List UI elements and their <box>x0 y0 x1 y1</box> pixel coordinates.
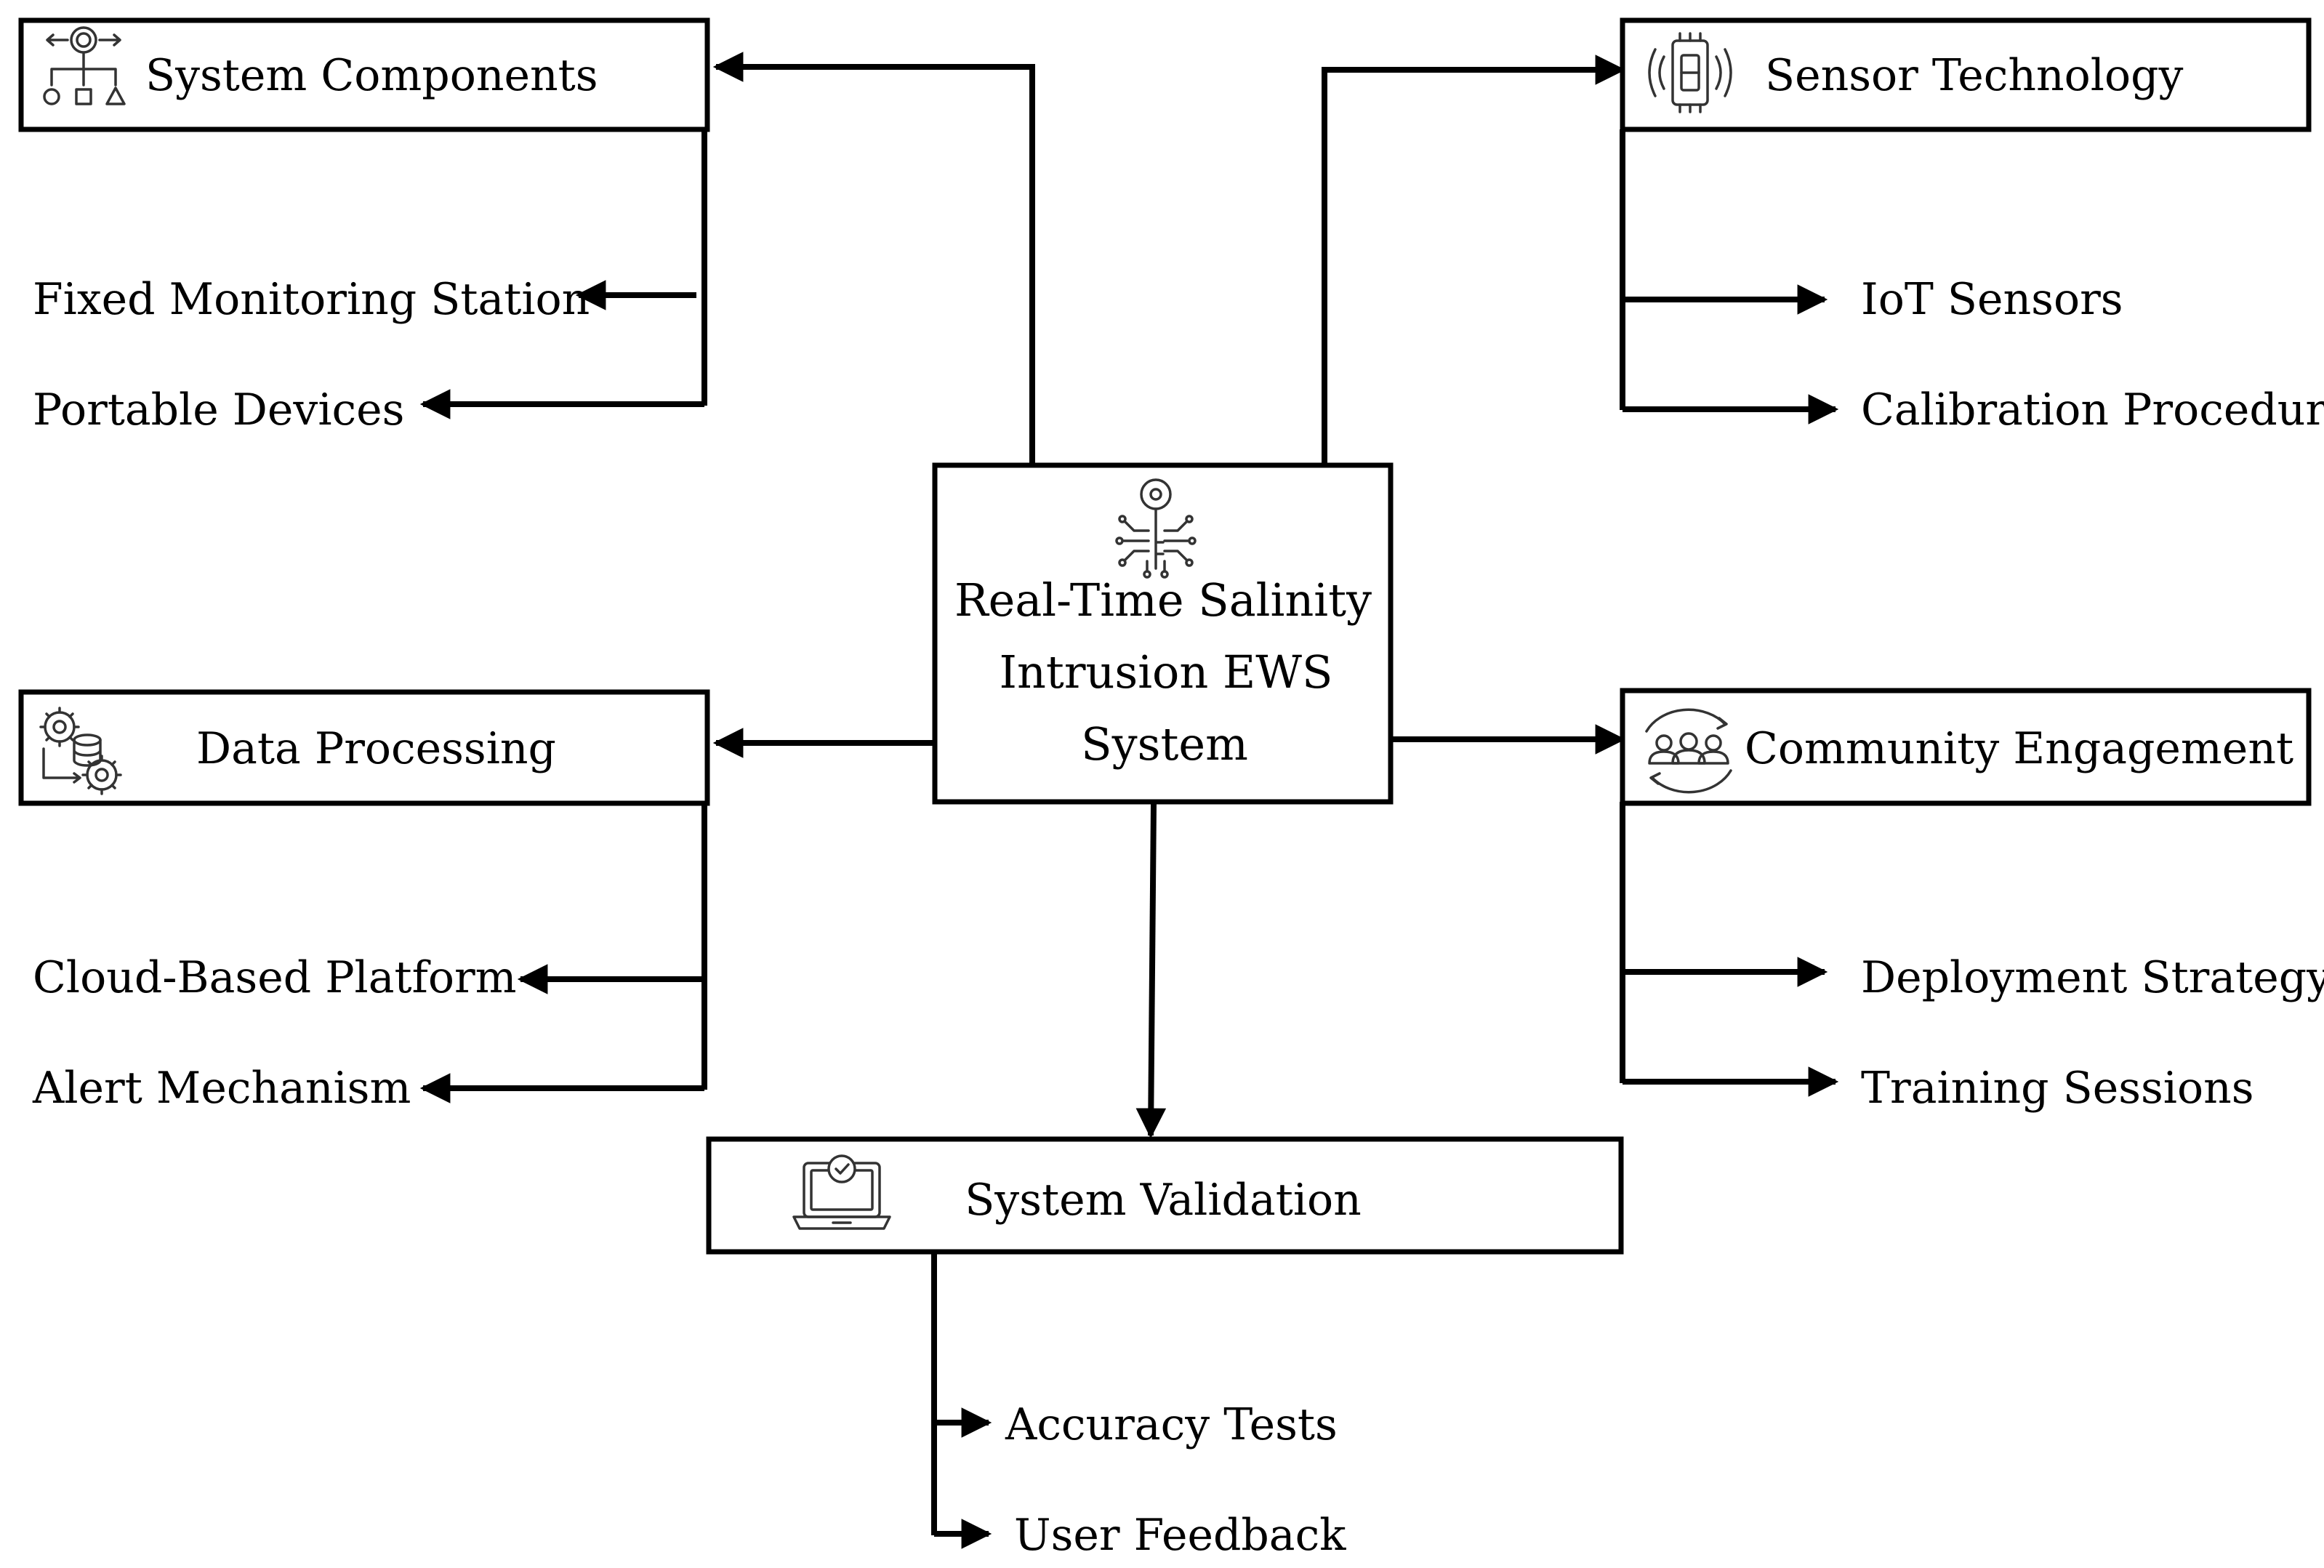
sensor-technology-node: Sensor Technology <box>1620 17 2312 132</box>
leaf-deployment-strategy: Deployment Strategy <box>1861 952 2324 1003</box>
leaf-portable-devices: Portable Devices <box>33 385 404 435</box>
community-engagement-title: Community Engagement <box>1745 723 2293 774</box>
leaf-alert-mechanism: Alert Mechanism <box>32 1063 411 1114</box>
leaf-user-feedback: User Feedback <box>1014 1510 1346 1561</box>
connector-center-to-system-validation <box>1135 803 1167 1139</box>
connector-center-to-sensor-technology <box>1322 55 1626 463</box>
leaf-cloud-based-platform: Cloud-Based Platform <box>33 952 517 1003</box>
leaf-iot-sensors: IoT Sensors <box>1861 274 2123 325</box>
system-components-title: System Components <box>145 50 598 101</box>
key-circuit-icon <box>1115 478 1197 579</box>
connector-center-to-system-components <box>712 52 1035 463</box>
center-title-line-2: Intrusion EWS <box>1000 646 1333 699</box>
hierarchy-network-icon <box>43 26 126 105</box>
data-processing-node: Data Processing <box>18 689 710 806</box>
sensor-chip-icon <box>1648 32 1732 113</box>
connectors <box>419 52 1839 1549</box>
gears-database-icon <box>39 707 122 795</box>
leaf-calibration-procedur: Calibration Procedur <box>1861 385 2324 435</box>
leaf-accuracy-tests: Accuracy Tests <box>1005 1399 1338 1450</box>
sensor-technology-title: Sensor Technology <box>1765 50 2184 101</box>
system-validation-title: System Validation <box>965 1175 1362 1226</box>
leaf-training-sessions: Training Sessions <box>1861 1063 2254 1114</box>
center-node: Real-Time Salinity Intrusion EWS System <box>932 462 1394 805</box>
center-title-line-3: System <box>1081 717 1248 771</box>
laptop-check-icon <box>792 1154 891 1230</box>
system-validation-node: System Validation <box>706 1136 1624 1255</box>
leaf-fixed-monitoring-station: Fixed Monitoring Station <box>33 274 590 325</box>
center-title-line-1: Real-Time Salinity <box>954 574 1372 627</box>
data-processing-title: Data Processing <box>196 723 556 774</box>
people-group-icon <box>1645 708 1732 794</box>
system-components-node: System Components <box>18 17 710 132</box>
community-engagement-node: Community Engagement <box>1620 688 2312 806</box>
